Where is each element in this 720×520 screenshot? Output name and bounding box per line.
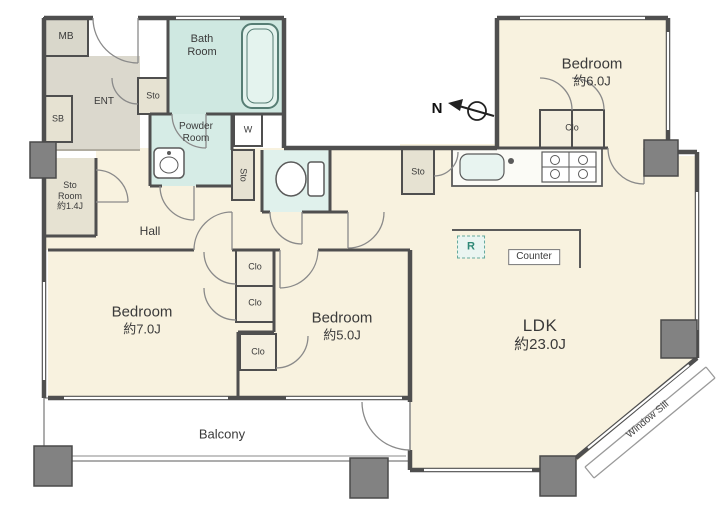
stove-icon <box>541 151 597 183</box>
label-counter: Counter <box>508 249 560 265</box>
pillar-right-lower <box>660 319 698 359</box>
pillar-right-upper <box>643 139 679 177</box>
closet-3 <box>239 333 277 371</box>
vanity-sink-icon <box>153 147 185 179</box>
label-mb: MB <box>58 31 74 43</box>
interior-walls <box>44 18 668 398</box>
window-sill-strip <box>584 366 716 479</box>
pillar-bottom-right <box>539 455 577 497</box>
label-sto-kitchen: Sto <box>411 166 425 177</box>
closet6b-door <box>571 77 605 111</box>
bath-door <box>171 113 207 149</box>
label-north: N <box>431 100 443 118</box>
closet6a-door <box>539 77 573 111</box>
pillars <box>29 139 698 499</box>
label-clo-2: Clo <box>248 297 262 308</box>
label-sb: SB <box>51 113 65 124</box>
shoe-box <box>43 95 73 143</box>
kitchen-counter <box>451 147 603 187</box>
storage-room-door <box>95 169 129 203</box>
label-washer: W <box>243 124 253 135</box>
label-sto-ent: Sto <box>146 90 160 101</box>
bedroom5-door <box>279 249 319 289</box>
storage-boxes <box>43 17 605 371</box>
ldk-door <box>347 211 385 249</box>
toilet-icon <box>275 161 325 197</box>
bedroom7-door <box>193 211 233 251</box>
refrigerator-box: R <box>457 235 485 259</box>
balcony-floor <box>44 398 410 461</box>
storage-corridor <box>231 149 255 201</box>
closet3-door <box>275 335 309 369</box>
label-sto-corridor: Sto <box>238 168 249 182</box>
closet2-door <box>203 287 237 321</box>
compass-icon <box>448 99 495 121</box>
label-clo-1: Clo <box>248 261 262 272</box>
bathtub-icon <box>241 23 279 109</box>
entrance-door <box>92 17 139 64</box>
pillar-left <box>29 141 57 179</box>
door-arcs <box>92 17 645 451</box>
label-clo-bedroom6: Clo <box>565 122 579 133</box>
label-clo-3: Clo <box>251 346 265 357</box>
storage-ent-door <box>111 77 139 105</box>
storage-kitchen-door <box>433 151 459 177</box>
pillar-bottom-left <box>33 445 73 487</box>
label-hall: Hall <box>139 223 161 238</box>
kitchen-sink-icon <box>459 153 514 181</box>
label-balcony: Balcony <box>198 426 246 442</box>
pillar-bottom-center <box>349 457 389 499</box>
label-ent: ENT <box>94 96 114 108</box>
balcony-door <box>361 401 411 451</box>
closet1-door <box>203 251 237 285</box>
toilet-door <box>269 211 303 245</box>
windows <box>42 16 699 472</box>
powder-door <box>159 185 195 221</box>
island-counter <box>452 229 581 268</box>
storage-kitchen <box>401 147 435 195</box>
